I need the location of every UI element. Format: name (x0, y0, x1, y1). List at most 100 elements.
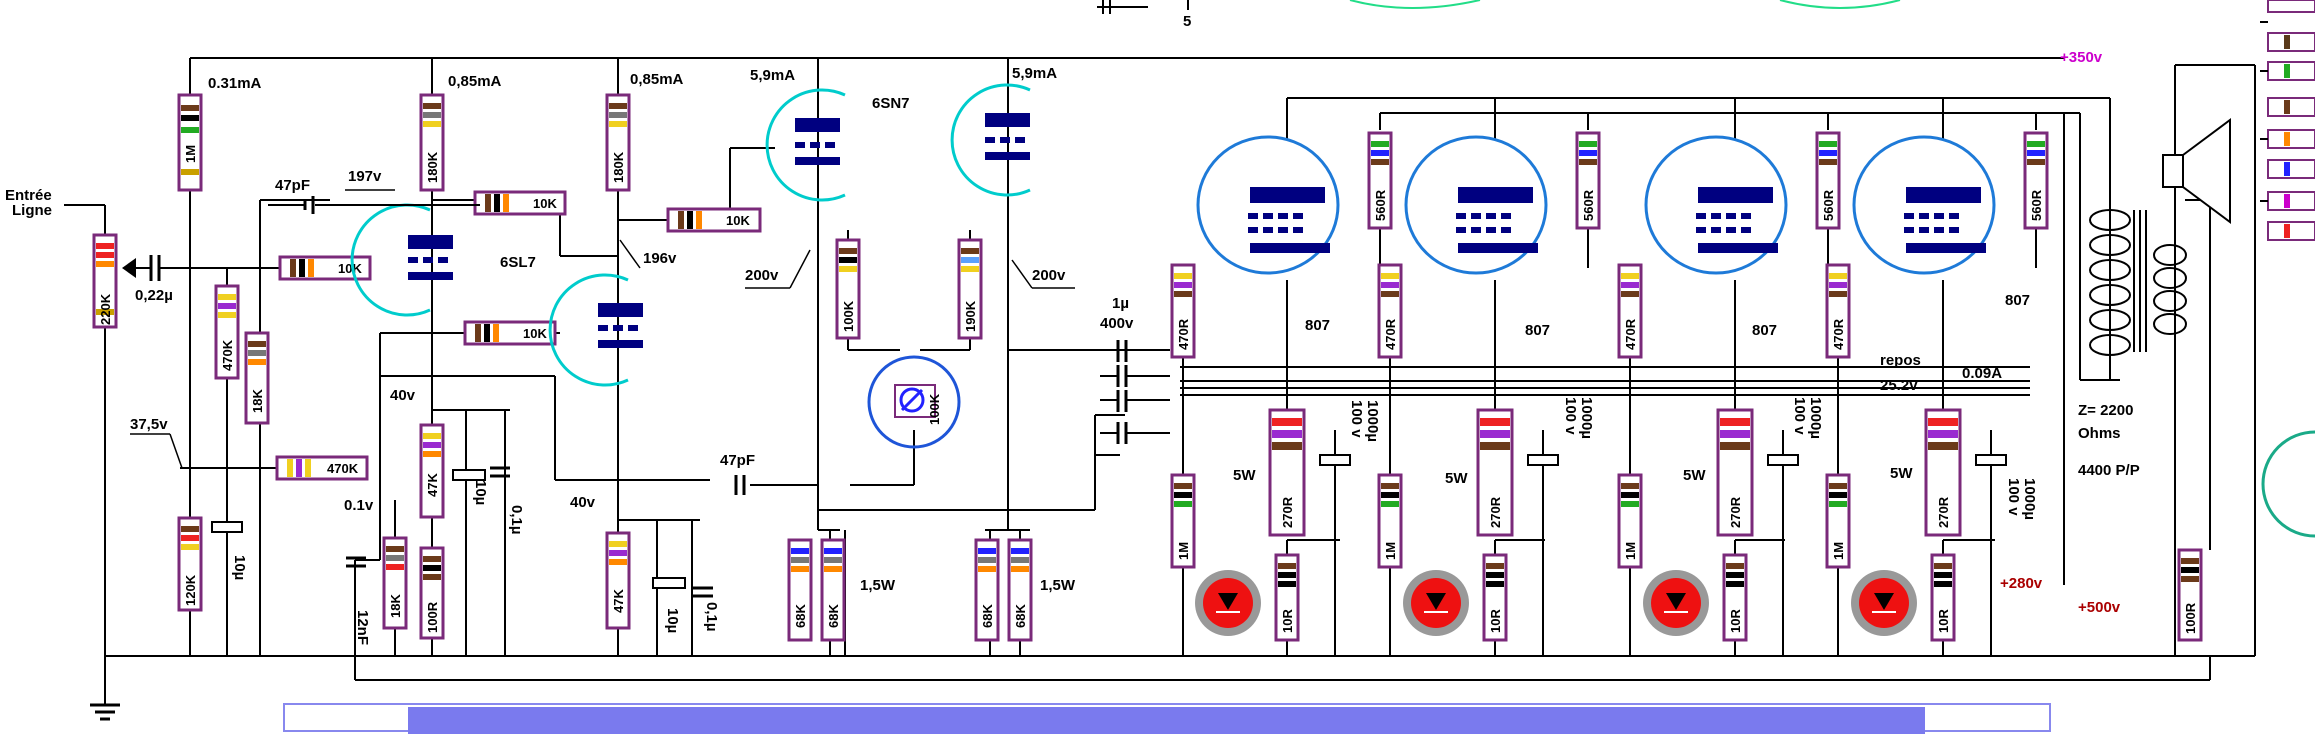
cap-400v: 400v (1100, 315, 1134, 332)
r-180k-b: 180K (611, 151, 626, 183)
v-37: 37,5v (130, 416, 168, 433)
supply-500: +500v (2078, 599, 2121, 616)
r-100r-a: 100R (425, 601, 440, 633)
power-5w-3: 5W (1683, 467, 1706, 484)
current-5: 5,9mA (1012, 65, 1057, 82)
r-1m-a: 1M (183, 145, 198, 163)
r-270r-1: 270R (1280, 496, 1295, 528)
xfmr-z: Z= 2200 (2078, 402, 2133, 419)
v-40a: 40v (390, 387, 416, 404)
top-number: 5 (1183, 13, 1191, 30)
r-1m-g3: 1M (1623, 542, 1638, 560)
v-196: 196v (643, 250, 677, 267)
balance-potentiometer: 100K (867, 355, 961, 449)
electrolytic-caps (211, 196, 2007, 656)
speaker-icon (2162, 118, 2231, 224)
label-807-2: 807 (1525, 322, 1550, 339)
current-2: 0,85mA (448, 73, 502, 90)
input-label-1: Entrée (5, 187, 52, 204)
r-68k-c: 68K (980, 604, 995, 628)
power-5w-1: 5W (1233, 467, 1256, 484)
r-470r-2: 470R (1383, 318, 1398, 350)
r-470r-1: 470R (1176, 318, 1191, 350)
cap-100v-1: 100 v (1348, 400, 1365, 438)
cap-10u-b: 10µ (472, 480, 489, 505)
v-197: 197v (348, 168, 382, 185)
cap-100v-3: 100 v (1791, 397, 1808, 435)
v-01: 0.1v (344, 497, 374, 514)
r-120k: 120K (183, 574, 198, 606)
r-560r-3: 560R (1821, 189, 1836, 221)
label-807-4: 807 (2005, 292, 2030, 309)
supply-280: +280v (2000, 575, 2043, 592)
r-560r-1: 560R (1373, 189, 1388, 221)
cap-47pf-a: 47pF (275, 177, 310, 194)
r-10k-b: 10K (533, 196, 557, 211)
v-200a: 200v (745, 267, 779, 284)
r-560r-4: 560R (2029, 189, 2044, 221)
cap-12nf: 12nF (354, 610, 371, 645)
r-180k-a: 180K (425, 151, 440, 183)
pot-value: 100K (927, 393, 942, 425)
label-807-3: 807 (1752, 322, 1777, 339)
v-252: 25.2v (1880, 377, 1918, 394)
output-transformer (2089, 209, 2187, 356)
r-1m-g1: 1M (1176, 542, 1191, 560)
r-270r-2: 270R (1488, 496, 1503, 528)
label-6sn7: 6SN7 (872, 95, 910, 112)
r-100r-b: 100R (2183, 602, 2198, 634)
coupling-caps (1008, 340, 1170, 444)
cap-01-b: 0,1µ (703, 602, 720, 632)
supply-350: +350v (2060, 49, 2103, 66)
r-100k-a: 100K (841, 300, 856, 332)
power-5w-2: 5W (1445, 470, 1468, 487)
cap-100v-2: 100 v (1562, 397, 1579, 435)
r-270r-3: 270R (1728, 496, 1743, 528)
power-15-b: 1,5W (1040, 577, 1076, 594)
tube-6sn7 (765, 83, 1031, 202)
r-10r-3: 10R (1728, 609, 1743, 633)
tube-6sl7 (350, 203, 643, 387)
ground-symbol (90, 703, 120, 721)
r-470k-a: 470K (220, 339, 235, 371)
r-470r-4: 470R (1831, 318, 1846, 350)
xfmr-ohms: Ohms (2078, 425, 2121, 442)
power-5w-4: 5W (1890, 465, 1913, 482)
r-470r-3: 470R (1623, 318, 1638, 350)
v-40b: 40v (570, 494, 596, 511)
cap-1000-2: 1000µ (1578, 397, 1595, 439)
bottom-strip-fill (408, 707, 1925, 734)
r-18k-b: 18K (388, 594, 403, 618)
r-68k-d: 68K (1013, 604, 1028, 628)
current-idle: 0.09A (1962, 365, 2002, 382)
v-200b: 200v (1032, 267, 1066, 284)
cap-1000-4: 1000µ (2021, 478, 2038, 520)
r-10r-4: 10R (1936, 609, 1951, 633)
r-470k-b: 470K (327, 461, 359, 476)
label-807-1: 807 (1305, 317, 1330, 334)
current-1: 0.31mA (208, 75, 262, 92)
r-220k: 220K (98, 293, 113, 325)
r-18k-a: 18K (250, 389, 265, 413)
r-10r-1: 10R (1280, 609, 1295, 633)
current-4: 5,9mA (750, 67, 795, 84)
tubes-807 (1196, 135, 1996, 275)
resistors: 1M 220K 180K 180K 470K (92, 93, 2203, 642)
cap-47pf-b: 47pF (720, 452, 755, 469)
r-47k-a: 47K (425, 473, 440, 497)
r-10k-c: 10K (523, 326, 547, 341)
r-190k: 190K (963, 300, 978, 332)
r-1m-g4: 1M (1831, 542, 1846, 560)
r-10r-2: 10R (1488, 609, 1503, 633)
cap-10u-c: 10µ (664, 608, 681, 633)
cap-022: 0,22µ (135, 287, 173, 304)
cap-100v-4: 100 v (2005, 478, 2022, 516)
r-47k-b: 47K (611, 589, 626, 613)
input-label-2: Ligne (12, 202, 52, 219)
r-68k-a: 68K (793, 604, 808, 628)
r-10k-a: 10K (338, 261, 362, 276)
horizontal-resistors: 10K 10K 10K 10K 470K (275, 190, 762, 481)
xfmr-pp: 4400 P/P (2078, 462, 2140, 479)
right-edge-swatches (2260, 0, 2315, 241)
